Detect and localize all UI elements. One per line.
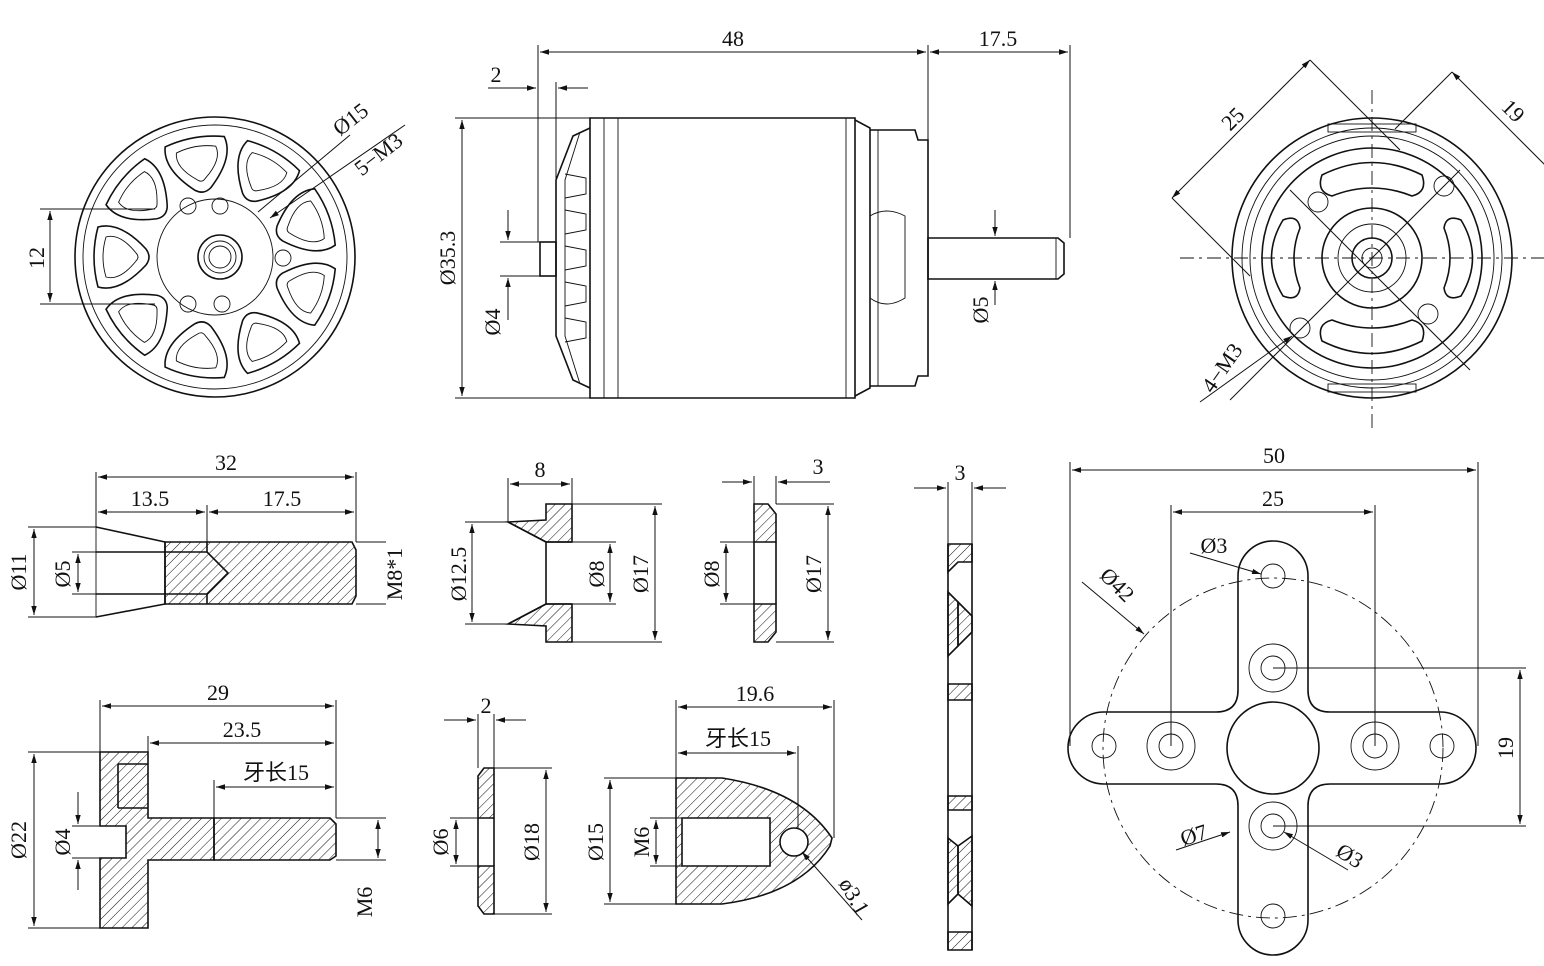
bell-fin <box>564 209 587 235</box>
collet-dim-13-5: 13.5 <box>131 486 170 511</box>
motor-side-view: 48 17.5 2 Ø35.3 Ø4 Ø5 <box>435 26 1071 399</box>
vent-pocket <box>93 225 150 289</box>
spinner-dim-19-6: 19.6 <box>736 681 775 706</box>
collet-view: 32 13.5 17.5 Ø11 Ø5 M8*1 <box>6 450 407 618</box>
side-dim-d4: Ø4 <box>480 309 505 336</box>
vent-pocket <box>237 311 301 375</box>
bell-fin <box>564 173 587 199</box>
adapter-dim-m6: M6 <box>352 887 377 918</box>
collet-dim-32: 32 <box>215 450 237 475</box>
collet-dim-m8: M8*1 <box>382 548 407 601</box>
vent-pocket <box>164 135 228 193</box>
spinner-dim-d15: Ø15 <box>583 823 608 861</box>
front-bell-fins <box>564 173 587 343</box>
spinner-dim-m6: M6 <box>629 827 654 858</box>
collet-dim-d11: Ø11 <box>6 553 31 590</box>
side-dim-2: 2 <box>491 62 502 87</box>
front-dim-d15: Ø15 <box>328 98 373 141</box>
plate-dim-50: 50 <box>1263 443 1285 468</box>
adapter-dim-d4: Ø4 <box>50 829 75 856</box>
cone-washer-view: 8 Ø12.5 Ø8 Ø17 <box>446 457 662 643</box>
spinner-dim-thread15: 牙长15 <box>705 726 771 751</box>
cone-dim-d8: Ø8 <box>584 561 609 588</box>
cone-dim-d12-5: Ø12.5 <box>446 547 471 601</box>
motor-front-view: 12 Ø15 5−M3 <box>24 98 407 398</box>
vent-pocket <box>275 262 337 327</box>
collet-dim-d5: Ø5 <box>50 561 75 588</box>
vent-pocket <box>275 187 337 252</box>
side-dim-d35-3: Ø35.3 <box>435 231 460 285</box>
plate-dim-d7: Ø7 <box>1177 819 1210 851</box>
adapter-dim-29: 29 <box>207 680 229 705</box>
plate-dim-19: 19 <box>1493 737 1518 759</box>
collet-dim-17-5: 17.5 <box>263 486 302 511</box>
vent-pocket <box>105 293 169 357</box>
vent-pocket <box>237 139 301 203</box>
plate-section-dim-3: 3 <box>955 460 966 485</box>
front-vent-pockets <box>93 135 337 379</box>
plate-dim-25: 25 <box>1262 486 1284 511</box>
bell-fin <box>564 317 587 343</box>
cone-dim-d17: Ø17 <box>628 555 653 593</box>
spinner-dim-d3-1: ø3.1 <box>834 873 875 919</box>
plate-section-view: 3 <box>914 460 1006 951</box>
plate-dim-d42: Ø42 <box>1095 562 1139 606</box>
nut-washer-dim-d18: Ø18 <box>519 823 544 861</box>
plate-dim-d3-top: Ø3 <box>1201 533 1228 558</box>
rear-dim-25: 25 <box>1216 102 1249 135</box>
side-dim-17-5: 17.5 <box>979 26 1018 51</box>
adapter-dim-d22: Ø22 <box>6 821 31 859</box>
nut-washer-dim-2: 2 <box>481 693 492 718</box>
motor-rear-view: 25 19 4−M3 <box>1171 59 1544 430</box>
side-dim-48: 48 <box>722 26 744 51</box>
bell-fin <box>564 281 587 307</box>
bell-fin <box>564 245 587 271</box>
flat-washer-dim-d8: Ø8 <box>699 561 724 588</box>
nut-washer-dim-d6: Ø6 <box>428 829 453 856</box>
cone-dim-8: 8 <box>535 457 546 482</box>
rear-dim-4m3: 4−M3 <box>1196 338 1247 397</box>
adapter-view: 29 23.5 牙长15 Ø22 Ø4 M6 <box>6 680 386 929</box>
side-dim-d5: Ø5 <box>968 297 993 324</box>
flat-washer-dim-3: 3 <box>813 454 824 479</box>
adapter-dim-23-5: 23.5 <box>223 717 262 742</box>
vent-pocket <box>105 157 169 221</box>
plate-dim-d3-bottom: Ø3 <box>1332 838 1368 873</box>
front-dim-5m3: 5−M3 <box>349 128 407 181</box>
mount-plate-view: 50 25 Ø3 Ø42 19 Ø7 Ø3 <box>1067 443 1526 956</box>
spinner-nut-view: 19.6 牙长15 Ø15 M6 ø3.1 <box>583 681 875 921</box>
front-dim-12: 12 <box>24 247 49 269</box>
vent-pocket <box>164 321 228 379</box>
adapter-dim-thread15: 牙长15 <box>243 760 309 785</box>
flat-washer-dim-d17: Ø17 <box>801 555 826 593</box>
flat-washer-view: 3 Ø8 Ø17 <box>699 454 834 643</box>
nut-washer-view: 2 Ø6 Ø18 <box>428 693 552 915</box>
